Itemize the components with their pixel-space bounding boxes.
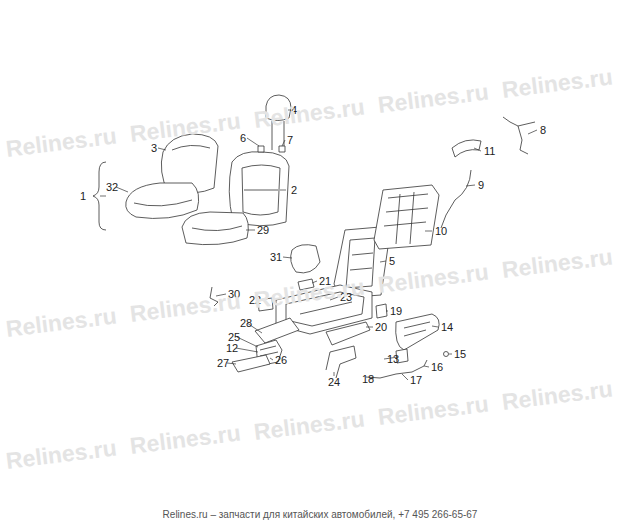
callout-number: 9 <box>478 179 484 191</box>
callout-number: 19 <box>390 305 402 317</box>
callout-number: 32 <box>106 181 118 193</box>
callout-number: 1 <box>80 190 86 202</box>
callout-number: 18 <box>362 373 374 385</box>
watermark: Relines.ru <box>128 420 242 459</box>
callout-number: 7 <box>287 134 293 146</box>
callout-number: 16 <box>431 361 443 373</box>
watermark: Relines.ru <box>4 435 118 474</box>
watermark: Relines.ru <box>376 390 490 429</box>
callout-number: 24 <box>328 376 340 388</box>
callout-number: 12 <box>226 342 238 354</box>
watermark: Relines.ru <box>128 288 242 327</box>
watermark: Relines.ru <box>500 375 614 414</box>
callout-number: 5 <box>389 255 395 267</box>
callout-number: 15 <box>454 348 466 360</box>
watermark: Relines.ru <box>252 405 366 444</box>
callout-number: 8 <box>540 124 546 136</box>
callout-number: 13 <box>387 353 399 365</box>
callout-number: 31 <box>270 251 282 263</box>
callout-number: 10 <box>435 225 447 237</box>
callout-number: 20 <box>375 321 387 333</box>
callout-number: 26 <box>275 354 287 366</box>
callout-number: 14 <box>441 321 453 333</box>
callout-number: 2 <box>291 184 297 196</box>
callout-number: 27 <box>217 357 229 369</box>
watermark: Relines.ru <box>376 78 490 117</box>
callout-number: 6 <box>240 132 246 144</box>
callout-number: 29 <box>257 224 269 236</box>
watermark: Relines.ru <box>4 123 118 162</box>
callout-number: 17 <box>410 374 422 386</box>
watermark: Relines.ru <box>500 243 614 282</box>
callout-number: 11 <box>484 145 495 157</box>
watermark: Relines.ru <box>4 303 118 342</box>
callout-number: 28 <box>240 317 252 329</box>
footer-text: Relines.ru – запчасти для китайских авто… <box>163 509 478 521</box>
callout-number: 25 <box>228 331 240 343</box>
watermark: Relines.ru <box>500 63 614 102</box>
